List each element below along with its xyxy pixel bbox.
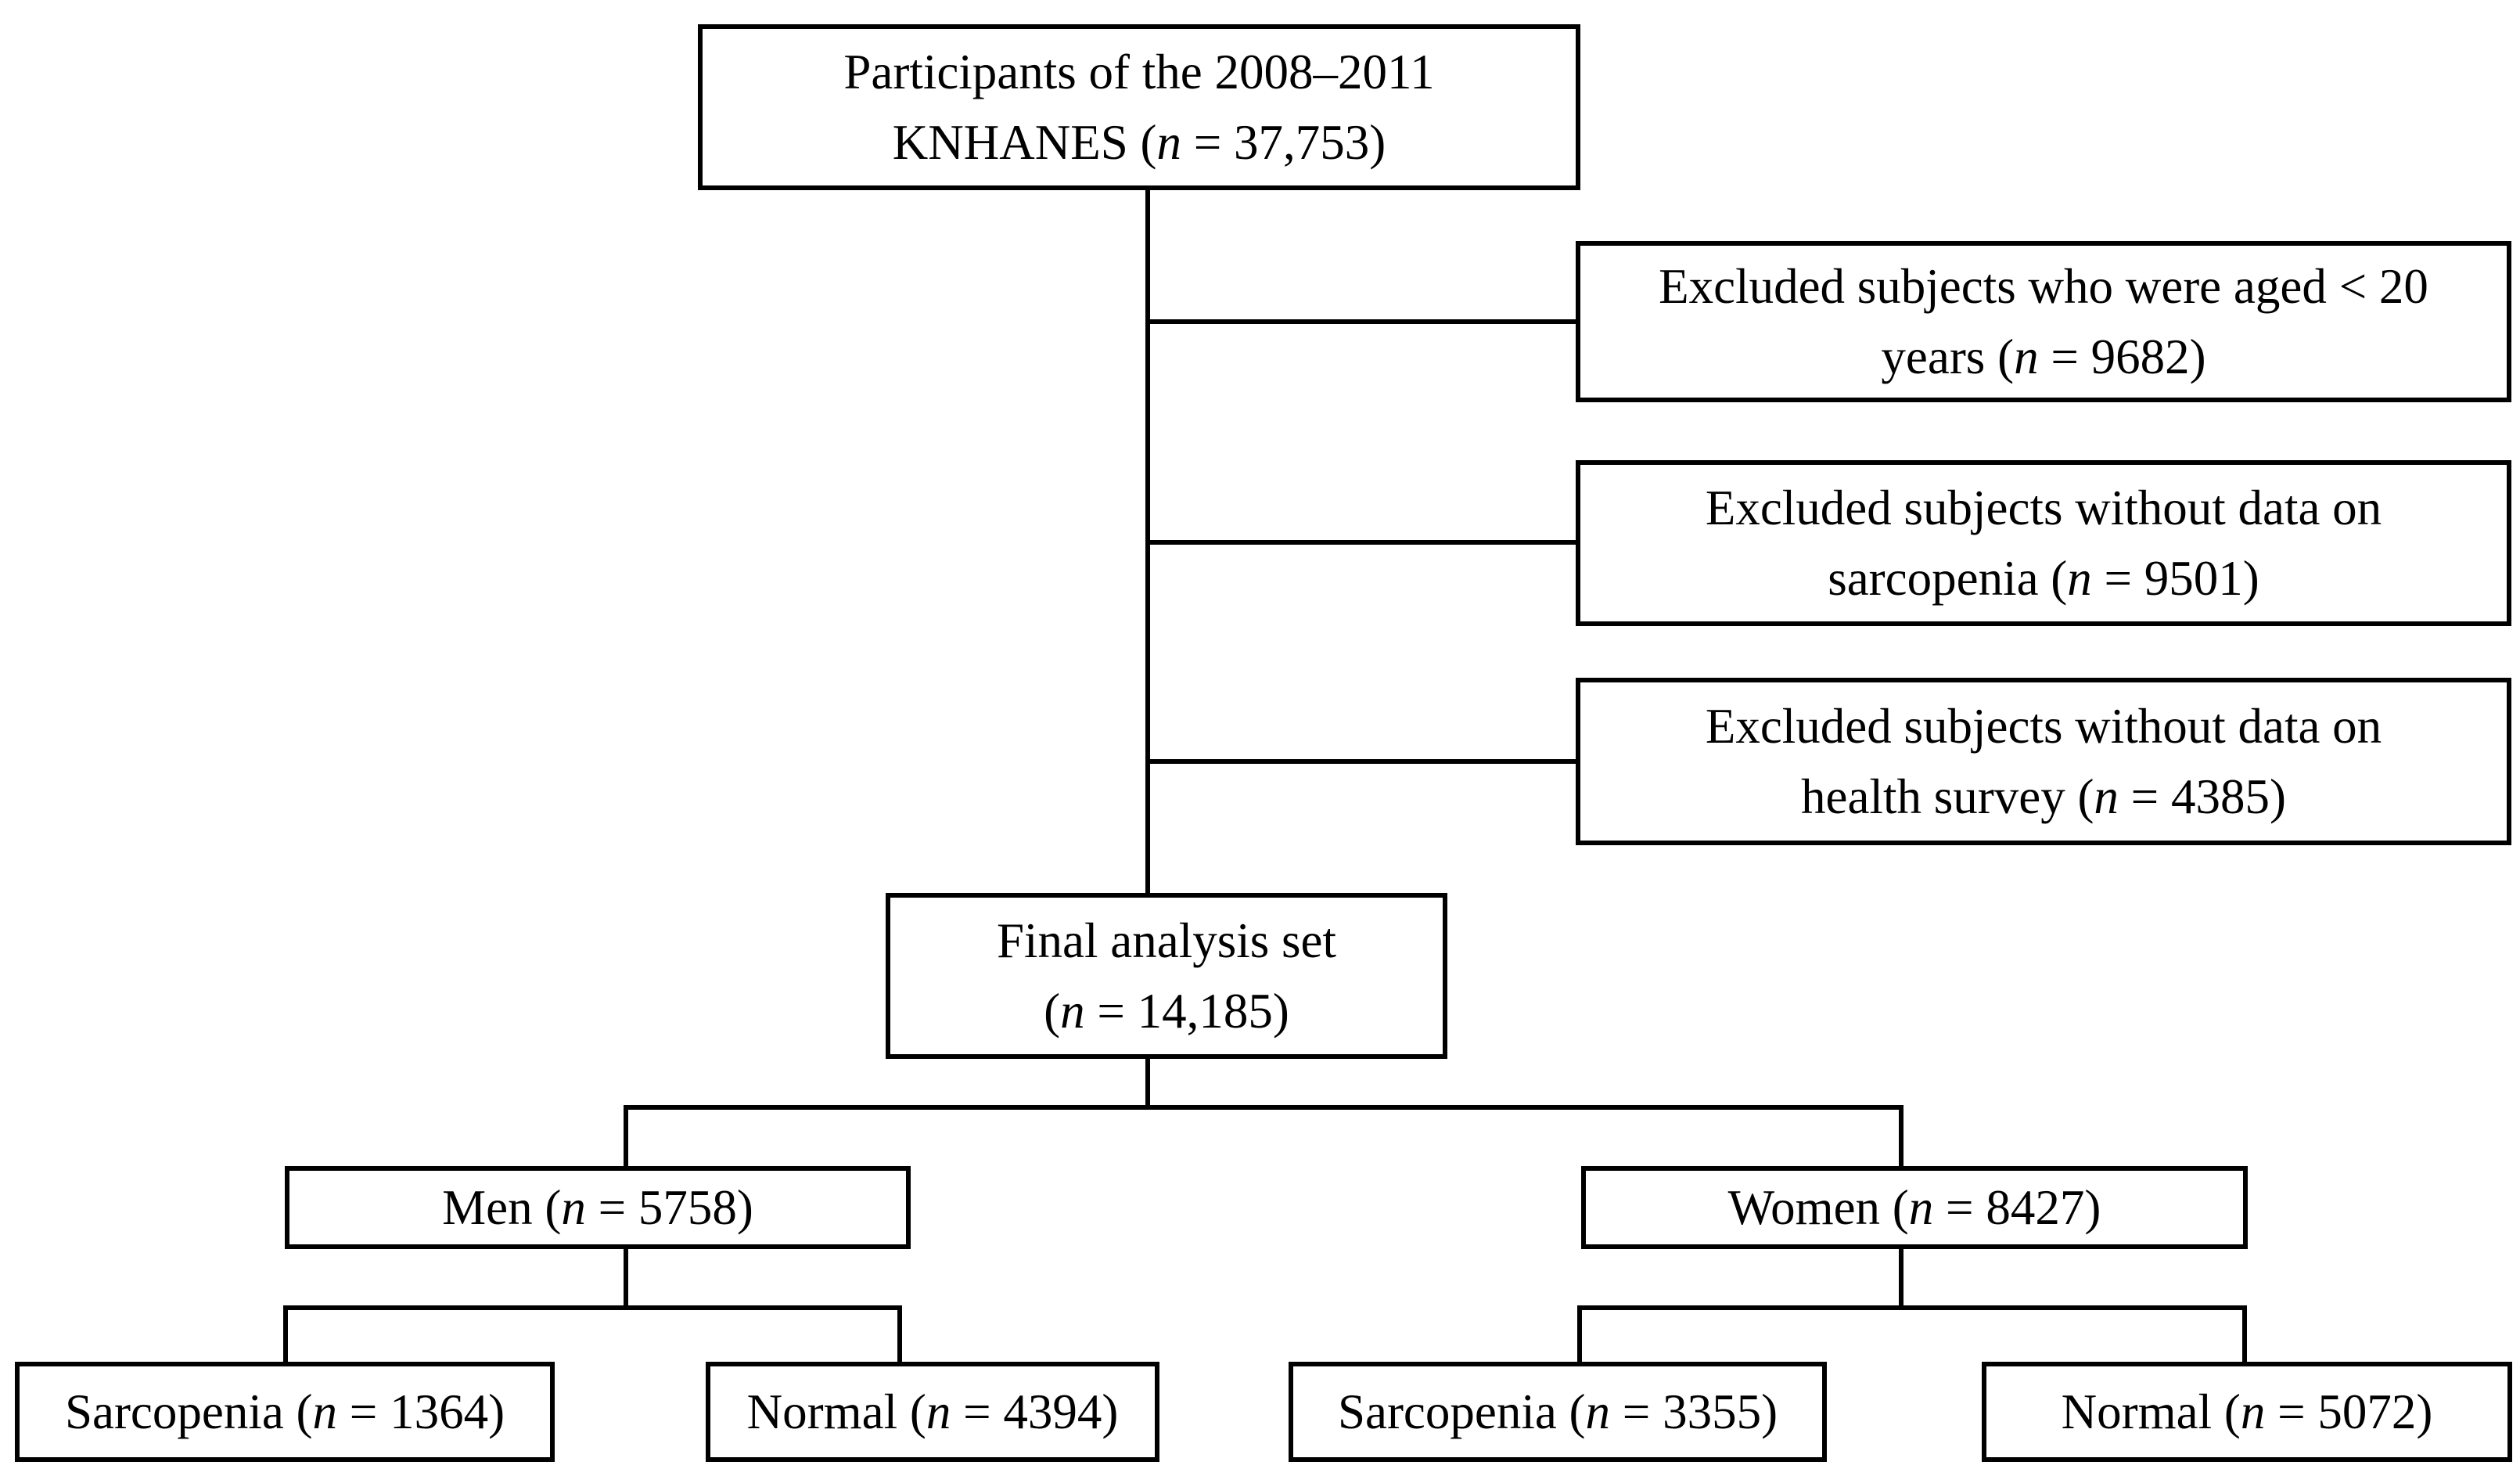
node-women-sarcopenia-line-1: Sarcopenia (n = 3355) bbox=[1337, 1384, 1778, 1439]
node-men-sarcopenia-line-1: Sarcopenia (n = 1364) bbox=[64, 1384, 505, 1439]
node-women: Women (n = 8427) bbox=[1581, 1166, 2248, 1249]
connector-men-split-horizontal bbox=[283, 1305, 902, 1310]
node-participants: Participants of the 2008–2011 KNHANES (n… bbox=[698, 24, 1580, 190]
connector-sex-split-horizontal bbox=[624, 1105, 1903, 1110]
node-excluded-health-survey: Excluded subjects without data on health… bbox=[1576, 678, 2511, 845]
node-participants-line-2: KNHANES (n = 37,753) bbox=[892, 115, 1386, 170]
connector-men-drop bbox=[624, 1105, 628, 1166]
connector-trunk-vertical bbox=[1145, 190, 1150, 893]
connector-women-split-horizontal bbox=[1577, 1305, 2247, 1310]
connector-branch-excluded-sarcopenia bbox=[1150, 540, 1576, 545]
node-excluded-sarcopenia: Excluded subjects without data on sarcop… bbox=[1576, 460, 2511, 626]
connector-women-sarcopenia-drop bbox=[1577, 1305, 1582, 1362]
node-women-sarcopenia: Sarcopenia (n = 3355) bbox=[1289, 1362, 1827, 1462]
node-men-normal-line-1: Normal (n = 4394) bbox=[746, 1384, 1119, 1439]
connector-men-normal-drop bbox=[897, 1305, 902, 1362]
node-men-sarcopenia: Sarcopenia (n = 1364) bbox=[15, 1362, 555, 1462]
node-excluded-age-line-1: Excluded subjects who were aged < 20 bbox=[1659, 259, 2428, 314]
node-excluded-age-line-2: years (n = 9682) bbox=[1881, 329, 2206, 384]
connector-branch-excluded-age bbox=[1150, 319, 1576, 324]
connector-women-normal-drop bbox=[2242, 1305, 2247, 1362]
node-women-line-1: Women (n = 8427) bbox=[1727, 1180, 2101, 1235]
node-final-analysis-line-2: (n = 14,185) bbox=[1044, 984, 1289, 1039]
node-excluded-health-survey-line-2: health survey (n = 4385) bbox=[1801, 769, 2286, 824]
connector-men-riser bbox=[624, 1249, 628, 1308]
connector-women-drop bbox=[1899, 1105, 1903, 1166]
node-women-normal: Normal (n = 5072) bbox=[1982, 1362, 2512, 1462]
connector-branch-excluded-health-survey bbox=[1150, 759, 1576, 764]
node-excluded-sarcopenia-line-1: Excluded subjects without data on bbox=[1705, 481, 2382, 535]
node-participants-line-1: Participants of the 2008–2011 bbox=[843, 45, 1435, 99]
node-men-normal: Normal (n = 4394) bbox=[706, 1362, 1159, 1462]
node-final-analysis: Final analysis set (n = 14,185) bbox=[886, 893, 1447, 1059]
node-men-line-1: Men (n = 5758) bbox=[442, 1180, 753, 1235]
connector-men-sarcopenia-drop bbox=[283, 1305, 288, 1362]
node-excluded-age: Excluded subjects who were aged < 20 yea… bbox=[1576, 241, 2511, 402]
node-excluded-sarcopenia-line-2: sarcopenia (n = 9501) bbox=[1828, 551, 2259, 606]
node-men: Men (n = 5758) bbox=[285, 1166, 911, 1249]
node-women-normal-line-1: Normal (n = 5072) bbox=[2061, 1384, 2433, 1439]
connector-final-riser bbox=[1145, 1059, 1150, 1107]
node-final-analysis-line-1: Final analysis set bbox=[997, 913, 1336, 968]
connector-women-riser bbox=[1899, 1247, 1903, 1308]
node-excluded-health-survey-line-1: Excluded subjects without data on bbox=[1705, 699, 2382, 754]
